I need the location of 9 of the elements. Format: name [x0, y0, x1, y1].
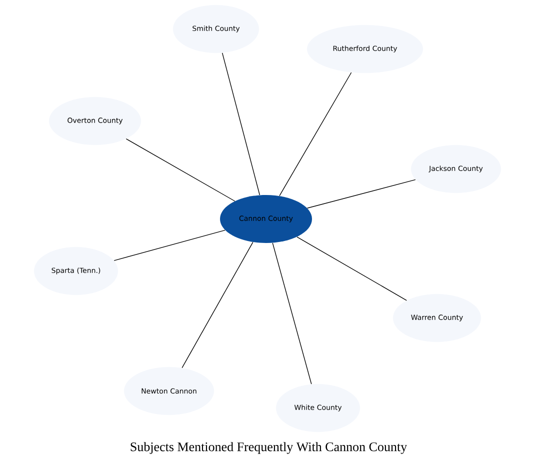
connector-line	[296, 236, 407, 301]
connector-line	[126, 138, 236, 202]
connector-line	[114, 230, 226, 261]
connector-line	[306, 179, 416, 208]
chart-title: Subjects Mentioned Frequently With Cannon County	[130, 442, 408, 454]
connector-line	[272, 242, 312, 384]
connector-line	[279, 72, 352, 196]
connector-line	[182, 242, 254, 368]
connector-line	[222, 52, 260, 196]
